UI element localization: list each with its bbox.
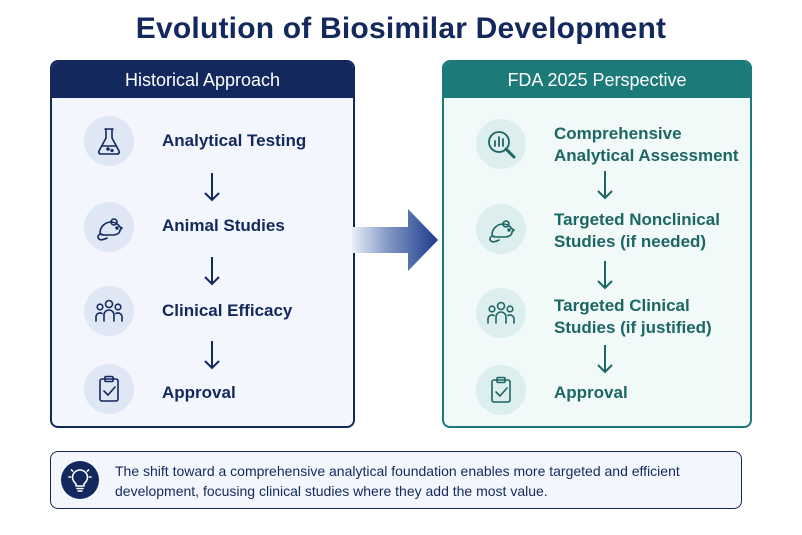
insight-text-line: development, focusing clinical studies w… [115, 483, 548, 499]
historical-approach-panel: Historical Approach Analytical Testing A… [50, 60, 355, 428]
mouse-icon [84, 202, 134, 252]
lightbulb-icon [61, 461, 99, 499]
insight-text-line: The shift toward a comprehensive analyti… [115, 463, 680, 479]
step-label-animal-studies: Animal Studies [162, 216, 285, 235]
step-label-line: Analytical Assessment [554, 146, 739, 165]
insight-callout: The shift toward a comprehensive analyti… [50, 451, 742, 509]
step-label-line: Targeted Clinical [554, 296, 690, 315]
step-label-line: Studies (if justified) [554, 318, 712, 337]
down-arrow-icon [597, 171, 613, 200]
fda-2025-perspective-panel: FDA 2025 Perspective Comprehensive Analy… [442, 60, 752, 428]
clipboard-check-icon [84, 364, 134, 414]
step-label-line: Studies (if needed) [554, 232, 707, 251]
step-label-comprehensive-analytical-assessment: Comprehensive Analytical Assessment [554, 123, 739, 167]
transition-arrow-icon [352, 209, 438, 271]
step-label-targeted-nonclinical-studies: Targeted Nonclinical Studies (if needed) [554, 209, 720, 253]
step-label-targeted-clinical-studies: Targeted Clinical Studies (if justified) [554, 295, 712, 339]
down-arrow-icon [204, 341, 220, 370]
step-label-approval: Approval [162, 383, 236, 402]
down-arrow-icon [204, 257, 220, 286]
step-label-line: Targeted Nonclinical [554, 210, 720, 229]
insight-text: The shift toward a comprehensive analyti… [115, 461, 730, 501]
diagram-title: Evolution of Biosimilar Development [135, 12, 667, 45]
down-arrow-icon [204, 173, 220, 202]
flask-icon [84, 116, 134, 166]
mouse-icon [476, 204, 526, 254]
down-arrow-icon [597, 261, 613, 290]
step-label-line: Comprehensive [554, 124, 682, 143]
magnifier-chart-icon [476, 119, 526, 169]
step-label-clinical-efficacy: Clinical Efficacy [162, 301, 293, 320]
step-label-approval: Approval [554, 383, 628, 402]
clipboard-check-icon [476, 365, 526, 415]
historical-approach-header: Historical Approach [52, 62, 353, 98]
people-icon [84, 286, 134, 336]
down-arrow-icon [597, 345, 613, 374]
people-icon [476, 288, 526, 338]
fda-2025-perspective-header: FDA 2025 Perspective [444, 62, 750, 98]
step-label-analytical-testing: Analytical Testing [162, 131, 307, 150]
